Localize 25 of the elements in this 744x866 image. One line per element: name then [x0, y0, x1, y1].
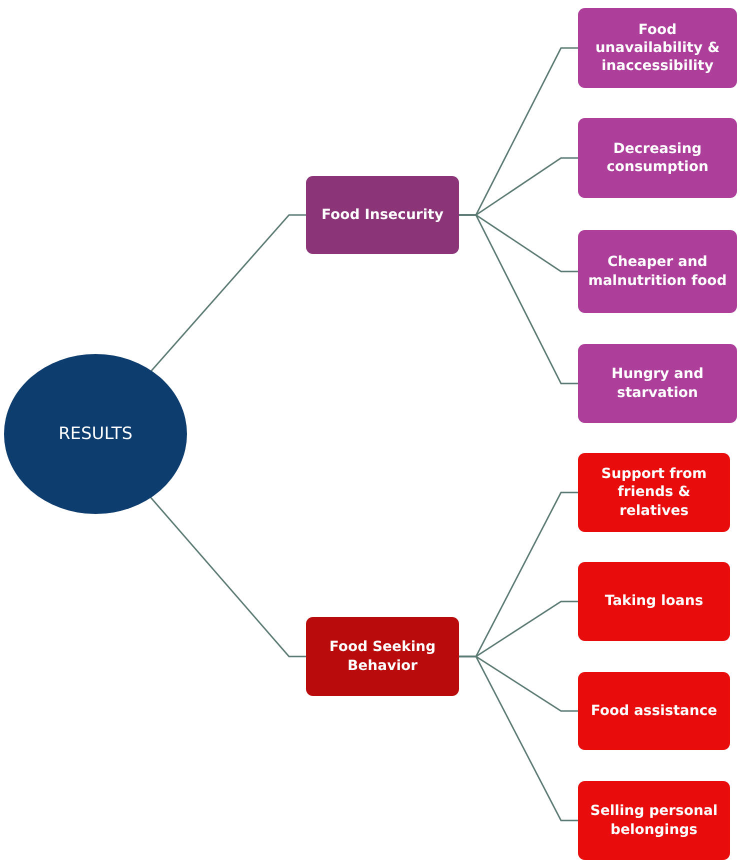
item-box [578, 672, 730, 750]
item-box [578, 118, 737, 198]
node-label: Taking loans [604, 592, 704, 611]
connector-line [459, 656, 578, 822]
item-box [578, 781, 730, 860]
node-label: Hungry and starvation [610, 365, 704, 402]
node-label: Decreasing consumption [606, 140, 710, 176]
category-box [306, 617, 459, 696]
connector-line [459, 214, 578, 384]
node-label: Food Insecurity [322, 206, 444, 224]
node-label: Food assistance [590, 702, 718, 720]
item-box [578, 453, 730, 532]
item-box [578, 344, 737, 423]
node-label: Support from friends & relatives [600, 465, 708, 520]
connector-line [149, 214, 306, 374]
node-label: Food Seeking Behavior [328, 638, 437, 675]
node-label: Food unavailability & inaccessibility [594, 20, 721, 76]
connector-line [148, 495, 306, 658]
node-label: RESULTS [58, 422, 133, 446]
category-box [306, 176, 459, 254]
item-box [578, 8, 737, 88]
item-box [578, 562, 730, 641]
node-label: Selling personal belongings [589, 802, 719, 839]
node-label: Cheaper and malnutrition food [587, 253, 728, 290]
item-box [578, 230, 737, 313]
